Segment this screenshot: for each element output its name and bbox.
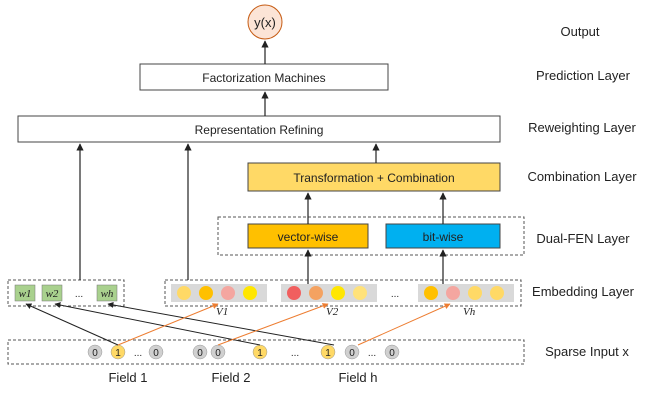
layer-prediction: Prediction Layer	[536, 68, 631, 83]
embedding-lookup-arrows	[117, 303, 451, 346]
fm-box-label: Factorization Machines	[202, 71, 325, 85]
sparse-node-value: 0	[153, 348, 159, 359]
vector-wise-box: vector-wise	[247, 223, 369, 249]
embedding-v1-label: V1	[216, 306, 228, 318]
layer-sparse: Sparse Input x	[545, 344, 629, 359]
sparse-nodes: 0 1... 0 0 0 1... 1 0... 0	[87, 344, 400, 360]
weight-w1-label: w1	[19, 288, 32, 300]
sparse-node-value: 0	[92, 348, 98, 359]
sparse-node-value: 1	[325, 348, 331, 359]
sparse-node	[192, 344, 208, 360]
sparse-node	[148, 344, 164, 360]
embedding-v2	[281, 284, 377, 302]
layer-combination: Combination Layer	[527, 169, 637, 184]
refine-box: Representation Refining	[17, 115, 501, 143]
sparse-node	[384, 344, 400, 360]
sparse-ellipsis: ...	[291, 348, 299, 359]
weight-wh: wh	[96, 284, 118, 302]
embedding-ellipsis: ...	[391, 289, 399, 300]
embedding-v2-label: V2	[326, 306, 339, 318]
weight-w2: w2	[41, 284, 63, 302]
field-1-label: Field 1	[108, 370, 147, 385]
combine-box-label: Transformation + Combination	[293, 171, 454, 185]
embedding-vh-label: Vh	[463, 306, 476, 318]
layer-embedding: Embedding Layer	[532, 284, 635, 299]
embedding-vh	[418, 284, 514, 302]
weight-lookup-arrows	[25, 302, 335, 346]
sparse-ellipsis: ...	[368, 348, 376, 359]
sparse-node-value: 0	[349, 348, 355, 359]
dualfen-container	[217, 216, 525, 256]
vector-wise-label: vector-wise	[278, 230, 339, 244]
weight-w2-label: w2	[46, 288, 59, 300]
sparse-node	[320, 344, 336, 360]
weight-wh-label: wh	[101, 288, 114, 300]
embedding-container	[164, 279, 522, 307]
field-h-label: Field h	[338, 370, 377, 385]
combine-box: Transformation + Combination	[247, 162, 501, 192]
output-node-label: y(x)	[254, 15, 276, 30]
flow-arrows	[76, 40, 447, 284]
sparse-node-value: 0	[197, 348, 203, 359]
embedding-v1	[171, 284, 267, 302]
weights-ellipsis: ...	[75, 289, 83, 300]
bit-wise-box: bit-wise	[385, 223, 501, 249]
sparse-node	[344, 344, 360, 360]
sparse-node-value: 0	[389, 348, 395, 359]
layer-reweighting: Reweighting Layer	[528, 120, 636, 135]
weight-w1: w1	[14, 284, 36, 302]
bit-wise-label: bit-wise	[423, 230, 464, 244]
output-node: y(x)	[247, 4, 283, 40]
sparse-node-value: 1	[115, 348, 121, 359]
sparse-node-value: 1	[257, 348, 263, 359]
layer-dualfen: Dual-FEN Layer	[536, 231, 630, 246]
sparse-input-container	[7, 339, 525, 365]
refine-box-label: Representation Refining	[195, 123, 324, 137]
field-2-label: Field 2	[211, 370, 250, 385]
sparse-node-value: 0	[215, 348, 221, 359]
sparse-node	[87, 344, 103, 360]
layer-output: Output	[560, 24, 599, 39]
sparse-ellipsis: ...	[134, 348, 142, 359]
fm-box: Factorization Machines	[139, 63, 389, 91]
